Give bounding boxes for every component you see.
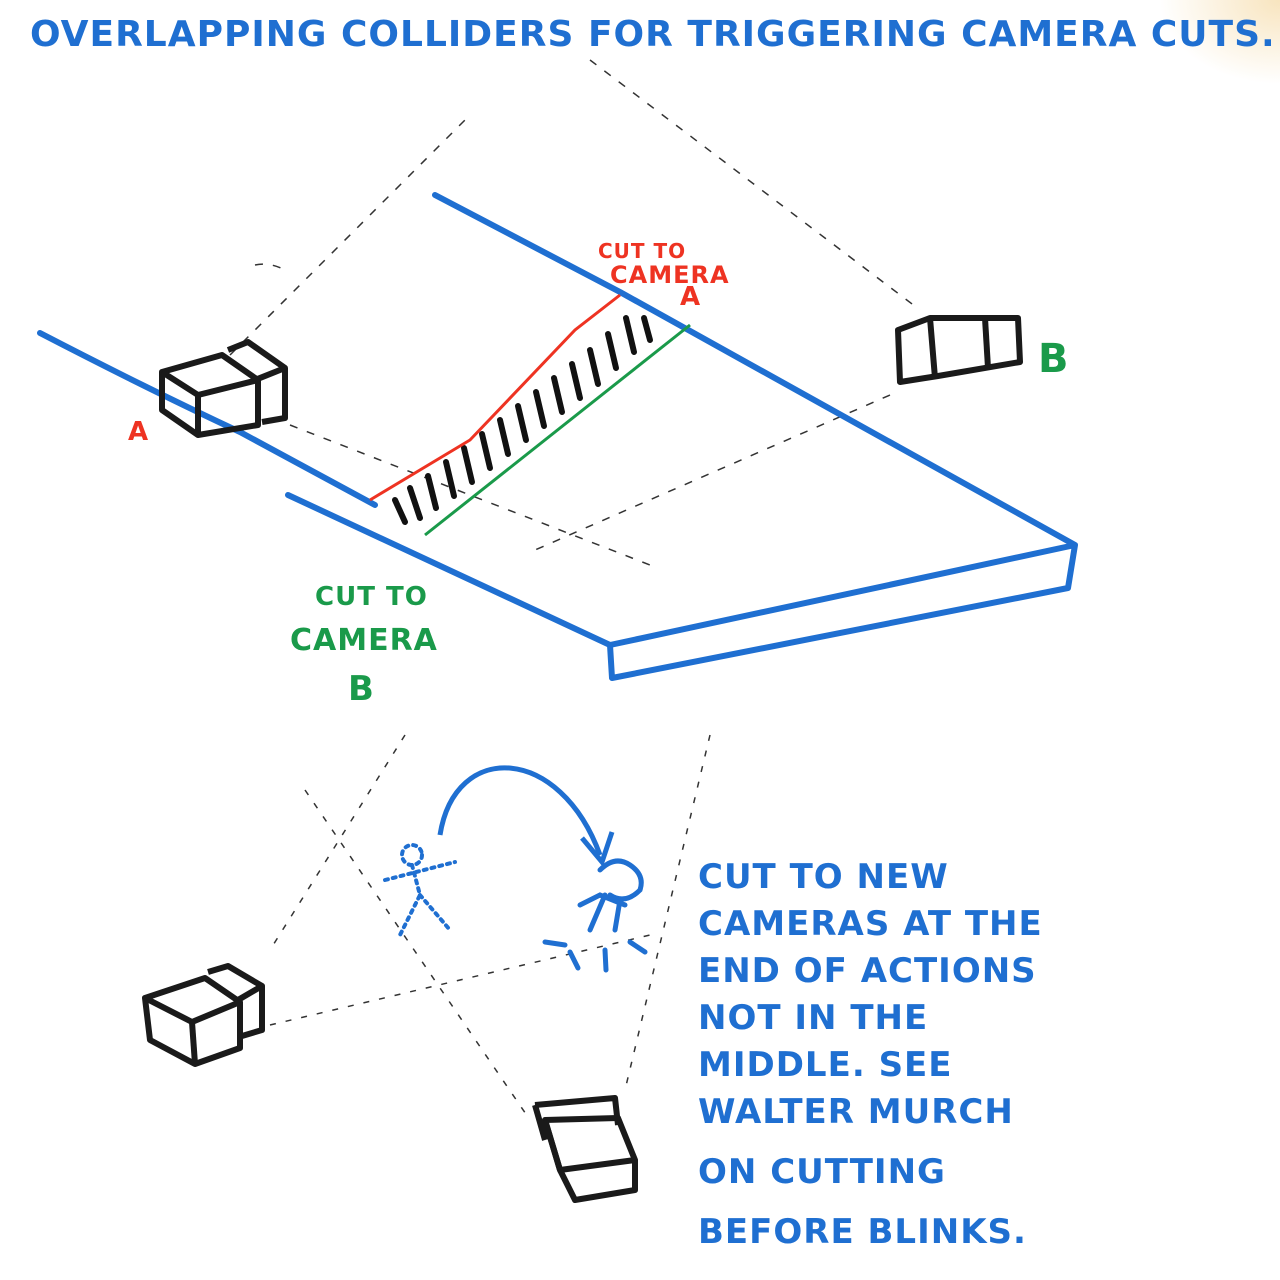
camera-b-label: B: [1038, 336, 1070, 382]
svg-text:B: B: [348, 669, 375, 709]
camera-bottom-icon: [532, 1095, 638, 1203]
svg-text:WALTER MURCH: WALTER MURCH: [698, 1092, 1014, 1132]
camera-a-icon: [159, 339, 288, 438]
svg-text:A: A: [680, 282, 701, 312]
upper-sight-lines: [229, 59, 921, 566]
camera-a-label: A: [128, 417, 149, 447]
ghost-figure-icon: [383, 843, 457, 937]
svg-text:NOT IN THE: NOT IN THE: [698, 998, 928, 1038]
lower-sight-lines: [269, 734, 711, 1121]
svg-text:CUT TO: CUT TO: [598, 239, 686, 263]
svg-text:MIDDLE. SEE: MIDDLE. SEE: [698, 1045, 953, 1085]
collider-edge-camera-a: [369, 293, 621, 502]
editing-note: CUT TO NEW CAMERAS AT THE END OF ACTIONS…: [698, 857, 1043, 1252]
svg-text:CAMERA: CAMERA: [610, 261, 730, 289]
floor-platform: [37, 192, 1078, 681]
svg-text:END OF ACTIONS: END OF ACTIONS: [698, 951, 1037, 991]
svg-text:ON CUTTING: ON CUTTING: [698, 1152, 946, 1192]
arrow-head-icon: [580, 831, 615, 868]
svg-text:BEFORE BLINKS.: BEFORE BLINKS.: [698, 1212, 1027, 1252]
diagram-title: OVERLAPPING COLLIDERS FOR TRIGGERING CAM…: [30, 14, 1276, 55]
camera-b-icon: [895, 315, 1023, 385]
collider-overlap-hatching: [392, 315, 653, 525]
paper-stain: [1080, 0, 1280, 140]
collider-edge-camera-b: [424, 323, 691, 537]
cut-to-camera-b-label: CUT TO CAMERA B: [290, 582, 438, 709]
svg-text:CUT TO NEW: CUT TO NEW: [698, 857, 949, 897]
landed-figure-icon: [542, 858, 648, 973]
jump-arc-arrow: [437, 765, 603, 856]
cut-to-camera-a-label: CUT TO CAMERA A: [598, 239, 730, 312]
svg-text:CAMERAS AT THE: CAMERAS AT THE: [698, 904, 1043, 944]
svg-text:CUT TO: CUT TO: [315, 582, 428, 612]
camera-left-icon: [142, 963, 265, 1067]
svg-text:CAMERA: CAMERA: [290, 623, 438, 658]
